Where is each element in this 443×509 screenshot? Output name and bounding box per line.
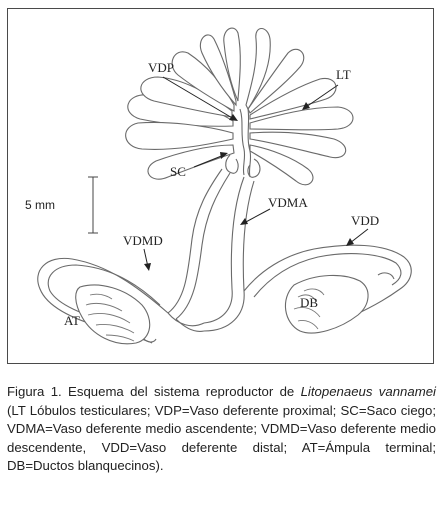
label-sc: SC <box>170 164 186 179</box>
testicular-lobes-right <box>245 27 354 186</box>
reproductive-system-diagram: 5 mm VDP LT SC VDMA VDD VDMD AT DB <box>25 27 412 345</box>
caption-species: Litopenaeus vannamei <box>300 384 436 399</box>
vdmd-loop <box>167 312 205 327</box>
lobe-left-7 <box>223 27 241 102</box>
lobe-right-4 <box>249 106 354 131</box>
lobe-right-6 <box>249 144 314 186</box>
lobe-left-6 <box>199 34 237 107</box>
vdmd-loop-inner <box>175 318 205 332</box>
ampulla-right-hatching <box>293 288 325 330</box>
vdmd-duct-inner <box>175 172 231 320</box>
lobe-right-3 <box>249 77 337 120</box>
testicular-lobes-left <box>125 27 241 180</box>
lobe-right-1 <box>245 27 271 111</box>
lobe-left-2 <box>125 121 234 150</box>
ampulla-left-hatching <box>85 293 135 342</box>
ampulla-right-tip <box>377 272 395 280</box>
blind-sac-right <box>247 158 261 178</box>
ampulla-left-tip <box>143 338 157 343</box>
scale-bar: 5 mm <box>25 176 98 234</box>
label-db: DB <box>300 295 318 310</box>
lobe-right-2 <box>247 48 305 114</box>
arrow-lt <box>305 84 339 108</box>
terminal-ampulla-right <box>284 274 369 334</box>
vdd-right-inner <box>253 253 402 298</box>
figure-caption: Figura 1. Esquema del sistema reproducto… <box>7 383 436 476</box>
arrow-vdp <box>162 76 235 120</box>
label-vdd: VDD <box>351 213 379 228</box>
arrow-sc <box>193 154 225 168</box>
arrow-vdd <box>349 228 369 244</box>
lobe-left-3 <box>147 144 235 180</box>
vdma-duct-outer <box>203 176 245 324</box>
blind-sac <box>225 154 239 174</box>
caption-lead: Figura 1. Esquema del sistema reproducto… <box>7 384 301 399</box>
label-vdp: VDP <box>148 60 174 75</box>
label-lt: LT <box>336 67 351 82</box>
label-vdmd: VDMD <box>123 233 163 248</box>
vdd-left-inner <box>47 264 161 324</box>
vdd-right-outer <box>243 244 412 330</box>
caption-rest: (LT Lóbulos testiculares; VDP=Vaso defer… <box>7 402 436 474</box>
arrow-vdma <box>243 208 271 224</box>
label-at: AT <box>64 313 80 328</box>
figure-frame: 5 mm VDP LT SC VDMA VDD VDMD AT DB <box>7 8 434 364</box>
vdmd-duct-outer <box>167 168 223 314</box>
vdp-duct <box>239 108 246 176</box>
terminal-ampulla-left <box>75 284 151 345</box>
vdp-duct-inner <box>247 108 252 178</box>
lobe-right-5 <box>249 131 347 159</box>
label-vdma: VDMA <box>268 195 308 210</box>
scale-bar-label: 5 mm <box>25 198 55 212</box>
leader-arrows <box>143 76 369 271</box>
